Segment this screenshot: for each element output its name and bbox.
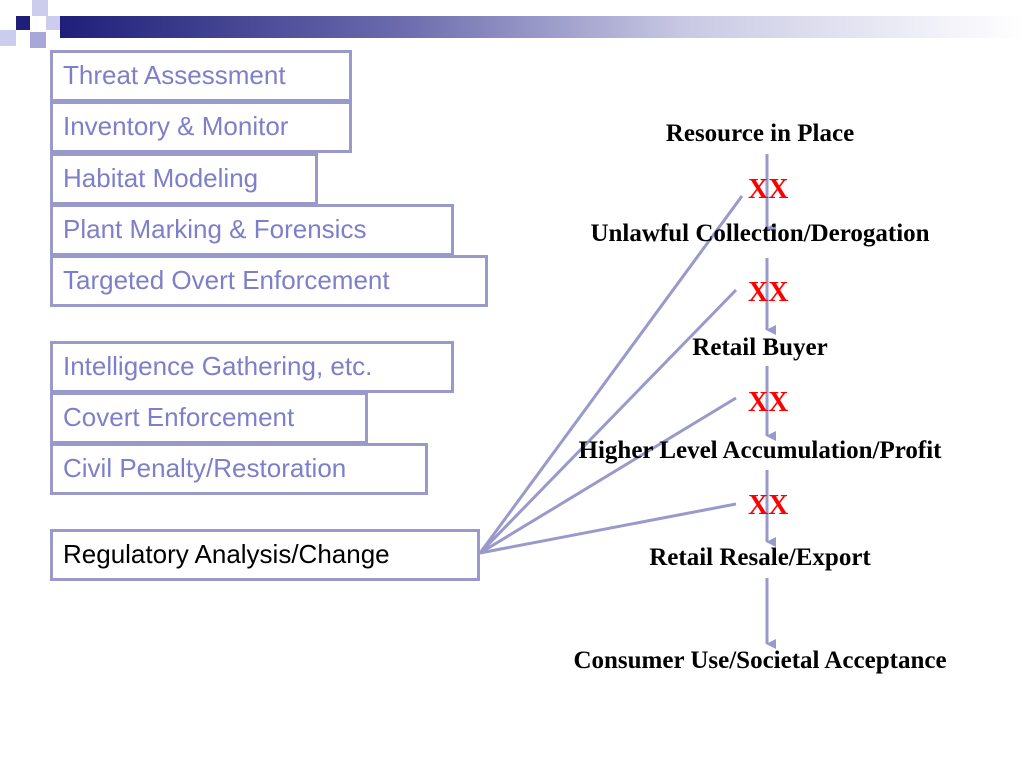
box-habitat-modeling: Habitat Modeling — [50, 153, 318, 205]
flow-step-retail-resale-export: Retail Resale/Export — [649, 544, 871, 571]
connector-line — [478, 195, 744, 554]
corner-square-light — [32, 0, 48, 16]
flow-step-higher-level-accumulation: Higher Level Accumulation/Profit — [578, 437, 942, 464]
box-civil-penalty-restoration: Civil Penalty/Restoration — [50, 443, 428, 495]
corner-square-light — [46, 16, 60, 30]
block-mark: XX — [748, 174, 789, 205]
header-gradient-bar — [60, 16, 1024, 38]
box-covert-enforcement: Covert Enforcement — [50, 392, 368, 444]
corner-square-mid — [30, 32, 46, 48]
connector-line — [478, 288, 738, 555]
box-inventory-monitor: Inventory & Monitor — [50, 101, 352, 153]
box-intelligence-gathering: Intelligence Gathering, etc. — [50, 341, 454, 393]
box-threat-assessment: Threat Assessment — [50, 50, 352, 102]
block-mark: XX — [748, 490, 789, 521]
corner-square-light — [0, 30, 16, 46]
box-plant-marking-forensics: Plant Marking & Forensics — [50, 204, 454, 256]
flow-step-resource-in-place: Resource in Place — [665, 120, 855, 147]
box-regulatory-analysis-change: Regulatory Analysis/Change — [50, 529, 480, 581]
block-mark: XX — [748, 277, 789, 308]
corner-square-dark — [16, 16, 30, 30]
box-targeted-overt-enforcement: Targeted Overt Enforcement — [50, 255, 488, 307]
flow-step-unlawful-collection: Unlawful Collection/Derogation — [590, 220, 930, 247]
block-mark: XX — [748, 387, 789, 418]
connector-line — [479, 502, 737, 555]
flow-step-consumer-use: Consumer Use/Societal Acceptance — [573, 647, 947, 674]
flow-step-retail-buyer: Retail Buyer — [692, 334, 828, 361]
connector-line — [479, 396, 737, 555]
